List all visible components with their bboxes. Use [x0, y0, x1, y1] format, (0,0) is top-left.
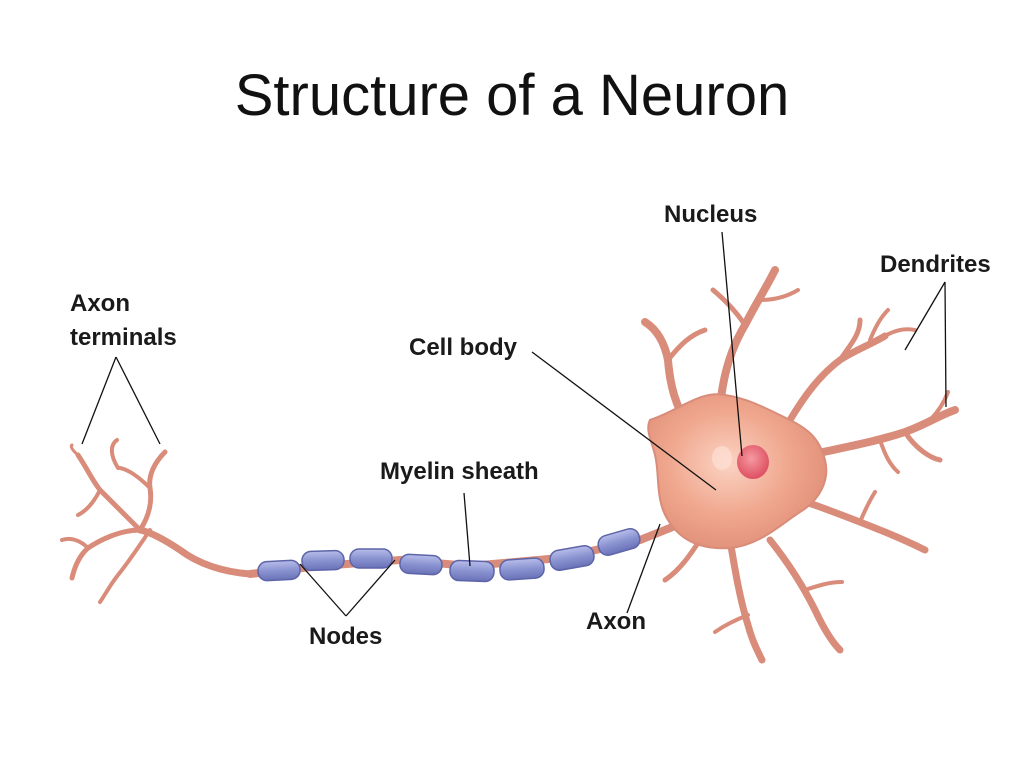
myelin-segment	[257, 559, 301, 582]
dendrites	[641, 266, 959, 664]
label-axon-terminals: Axon terminals	[70, 290, 177, 351]
myelin-segment	[499, 557, 545, 581]
myelin-segment	[597, 527, 641, 557]
myelin-segment	[399, 553, 443, 576]
myelin-segment	[349, 548, 393, 569]
label-axon: Axon	[586, 608, 646, 635]
myelin-segment	[301, 549, 345, 572]
label-nucleus: Nucleus	[664, 201, 758, 228]
leader-lines	[81, 231, 947, 617]
label-nodes: Nodes	[309, 623, 383, 650]
label-dendrites: Dendrites	[880, 251, 991, 278]
myelin-sheath	[257, 527, 641, 583]
nucleus	[737, 445, 769, 479]
axon-terminals	[60, 438, 254, 604]
cell-body	[647, 393, 828, 550]
myelin-segment	[449, 559, 495, 583]
label-myelin-sheath: Myelin sheath	[380, 458, 539, 485]
label-cell-body: Cell body	[409, 334, 518, 361]
slide-title: Structure of a Neuron	[234, 63, 790, 128]
myelin-segment	[549, 545, 595, 571]
